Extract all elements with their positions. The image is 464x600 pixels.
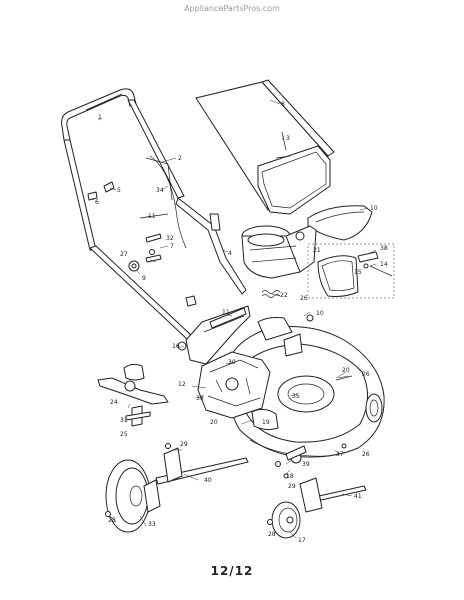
callout-17: 17 [298, 537, 306, 544]
callout-7: 7 [170, 243, 174, 250]
callout-1: 1 [98, 114, 102, 121]
callout-24: 24 [110, 399, 118, 406]
callout-15: 15 [354, 269, 362, 276]
callout-10-chute: 10 [370, 205, 378, 212]
callout-12: 12 [178, 381, 186, 388]
callout-36: 36 [196, 395, 204, 402]
callout-6: 6 [95, 199, 99, 206]
callout-20-housing: 20 [210, 419, 218, 426]
callout-3: 3 [286, 135, 290, 142]
callout-21: 21 [313, 247, 321, 254]
upper-handle [61, 88, 185, 251]
chute-flap [307, 205, 373, 241]
callout-19: 19 [262, 419, 270, 426]
mower-blade [97, 363, 169, 427]
callout-29-front: 29 [180, 441, 188, 448]
callout-2: 2 [178, 155, 182, 162]
callout-27: 27 [120, 251, 128, 258]
callout-28-left: 28 [108, 517, 116, 524]
rear-shield [185, 305, 251, 365]
callout-22: 22 [280, 292, 288, 299]
handle-hardware [87, 181, 197, 351]
callout-37: 37 [336, 451, 344, 458]
rear-height-bracket [299, 477, 323, 513]
spring [261, 290, 281, 298]
callout-16: 16 [172, 343, 180, 350]
callout-18: 18 [286, 473, 294, 480]
rear-left-wheel [271, 501, 301, 539]
callout-38: 38 [380, 245, 388, 252]
callout-31: 31 [120, 417, 128, 424]
front-height-bracket [163, 447, 183, 483]
callout-35: 35 [292, 393, 300, 400]
callout-25: 25 [120, 431, 128, 438]
callout-32: 32 [166, 235, 174, 242]
callout-29-rear: 29 [288, 483, 296, 490]
callout-26-side: 26 [362, 371, 370, 378]
mower-deck [227, 317, 385, 458]
detail-box [307, 243, 395, 299]
callout-41: 41 [354, 493, 362, 500]
grass-bag [195, 79, 335, 215]
callout-26-bottom: 26 [362, 451, 370, 458]
bail-rod [145, 157, 173, 201]
control-cable [149, 155, 187, 249]
misc-hardware [105, 314, 353, 525]
callout-39: 39 [302, 461, 310, 468]
callout-8: 8 [281, 101, 285, 108]
engine [241, 225, 317, 279]
callout-34: 34 [156, 187, 164, 194]
callout-26-top: 26 [300, 295, 308, 302]
watermark: AppliancePartsPros.com [184, 4, 280, 13]
rear-right-wheel [365, 393, 383, 423]
callout-40: 40 [204, 477, 212, 484]
callout-14: 14 [380, 261, 388, 268]
leader-lines [91, 99, 377, 539]
callout-5: 5 [117, 187, 121, 194]
callout-4: 4 [228, 250, 232, 257]
callout-9: 9 [142, 275, 146, 282]
callout-20-deck: 20 [342, 367, 350, 374]
front-left-wheel [105, 459, 161, 533]
callout-10-rear: 10 [316, 310, 324, 317]
callout-11-cable: 11 [148, 213, 156, 220]
callout-11-shield: 11 [222, 309, 230, 316]
callout-30: 30 [228, 359, 236, 366]
page-number: 12/12 [210, 564, 254, 578]
callout-28-right: 28 [268, 531, 276, 538]
callout-33: 33 [148, 521, 156, 528]
